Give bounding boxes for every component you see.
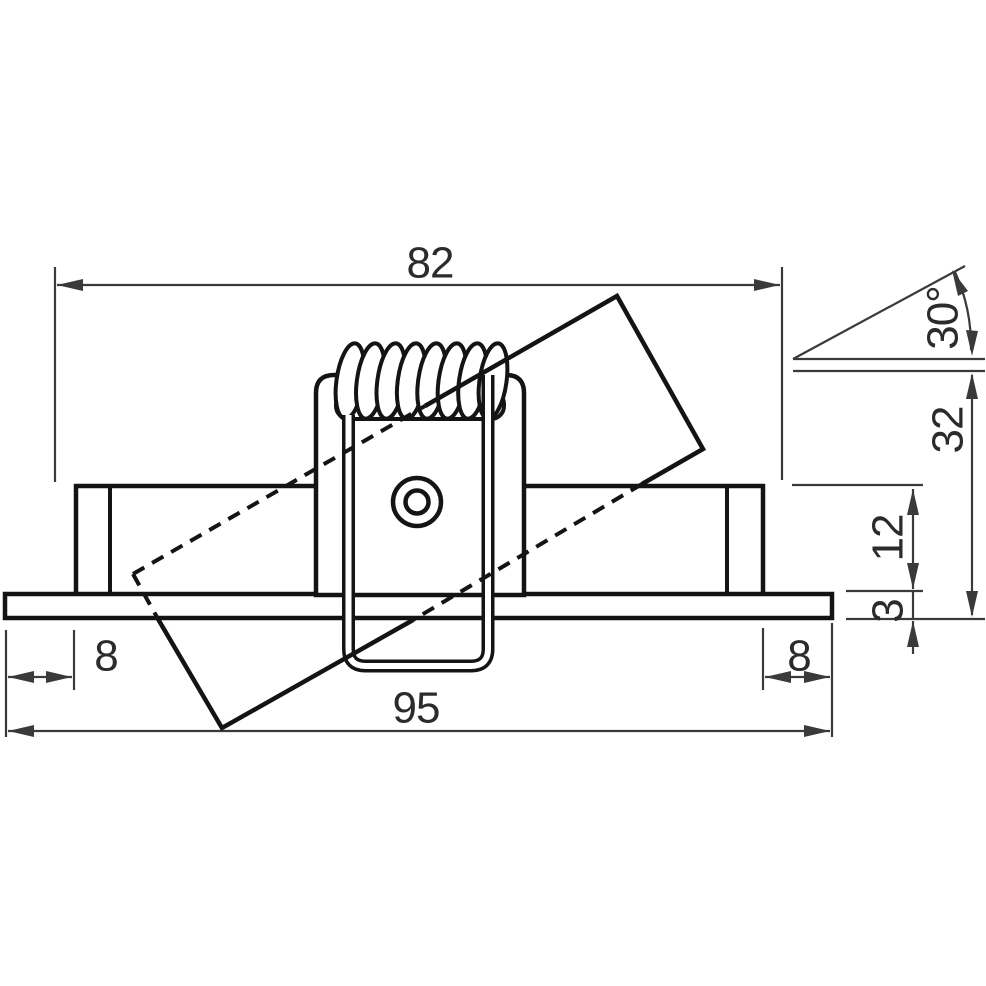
body [73,483,766,594]
arrow-up-icon [907,489,919,515]
dim-recess-height: 12 [792,483,923,593]
arrow-up-icon [907,621,919,647]
arc-arrow-top-icon [952,270,968,296]
arrow-left-icon [8,671,34,683]
dim-edge-right: 8 [761,623,834,737]
lamp-module-visible-edges [156,292,707,732]
module-front-edge-hidden [131,573,160,620]
module-bottom-edge-hidden [411,482,644,622]
angle-slope-line [792,265,966,360]
dim-label-edge-left: 8 [94,632,117,681]
dim-label-overall-height: 32 [924,407,973,454]
dim-edge-left: 8 [4,630,119,737]
dim-overall-height: 32 [846,373,985,621]
arrow-down-icon [966,591,978,617]
arc-arrow-bottom-icon [966,330,978,356]
arrow-right-icon [754,279,780,291]
module-top-edge-hidden [132,404,426,576]
flange-plate [2,591,835,621]
lamp-module-hidden-edges [131,404,644,622]
dim-label-top-width: 82 [407,239,454,288]
arrow-right-icon [804,671,830,683]
module-lower-corner [156,617,415,732]
dim-top-width: 82 [53,239,784,482]
arrow-left-icon [57,279,83,291]
arrow-left-icon [8,725,34,737]
dimension-layer: 82 30° 32 12 [4,239,985,737]
dim-tilt-angle: 30° [792,265,985,373]
dim-label-edge-right: 8 [787,632,810,681]
pivot-inner-circle [403,488,431,516]
arrow-down-icon [907,563,919,589]
arrow-right-icon [804,725,830,737]
arrow-left-icon [765,671,791,683]
dim-label-tilt-angle: 30° [919,286,968,350]
dim-flange-thickness: 3 [864,591,919,654]
dim-label-recess-height: 12 [864,515,913,562]
dim-bottom-width: 95 [8,684,830,737]
arrow-right-icon [46,671,72,683]
dim-label-bottom-width: 95 [393,684,440,733]
dim-label-flange-thickness: 3 [864,599,913,622]
flange [2,591,835,621]
arrow-up-icon [966,373,978,399]
module-upper-outline [423,292,707,486]
